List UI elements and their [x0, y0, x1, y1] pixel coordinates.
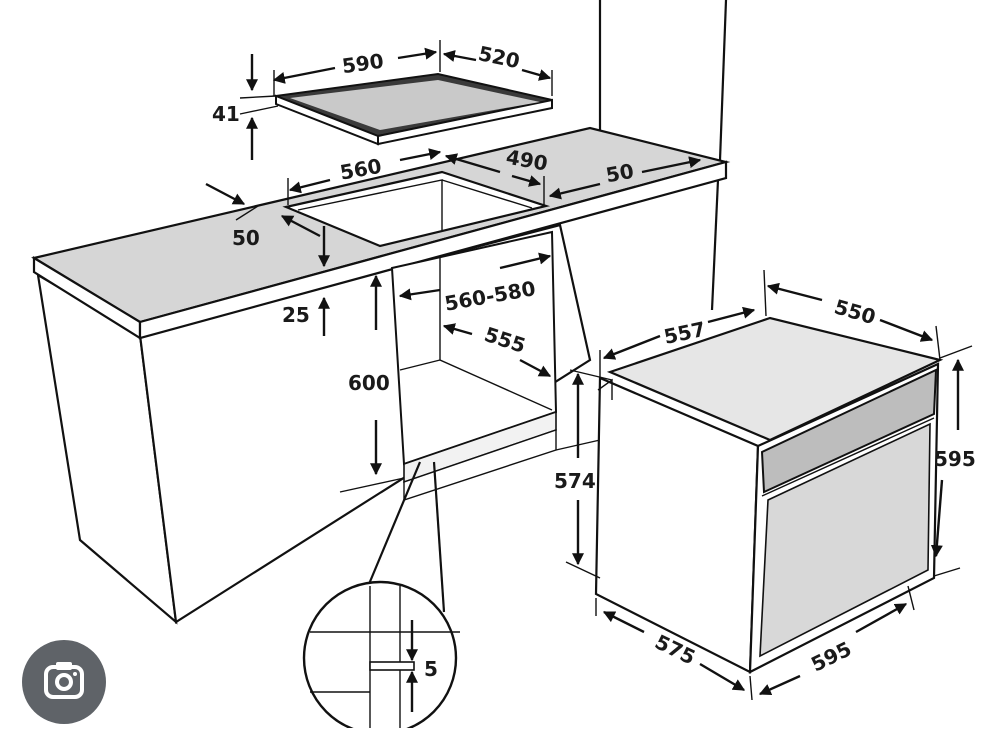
label-worktop-thickness: 25 — [282, 303, 310, 327]
dimension-lines — [205, 40, 973, 701]
label-rear-gap: 50 — [604, 159, 636, 187]
label-detail-gap: 5 — [424, 657, 438, 681]
label-hob-height: 41 — [212, 102, 240, 126]
cooktop-hob — [272, 72, 553, 146]
lens-camera-icon[interactable] — [22, 640, 106, 724]
label-front-gap: 50 — [232, 226, 260, 250]
label-niche-height: 600 — [348, 371, 390, 395]
label-oven-body-height: 574 — [554, 469, 596, 493]
label-hob-width: 590 — [340, 49, 385, 79]
wall-lines — [598, 0, 728, 311]
label-oven-top-depth: 550 — [832, 295, 879, 330]
detail-magnifier — [302, 461, 460, 733]
label-oven-width: 595 — [807, 637, 855, 677]
lens-camera-glyph — [44, 662, 84, 699]
built-in-oven — [594, 316, 944, 674]
label-hob-depth: 520 — [476, 41, 522, 73]
label-oven-height: 595 — [934, 447, 976, 471]
